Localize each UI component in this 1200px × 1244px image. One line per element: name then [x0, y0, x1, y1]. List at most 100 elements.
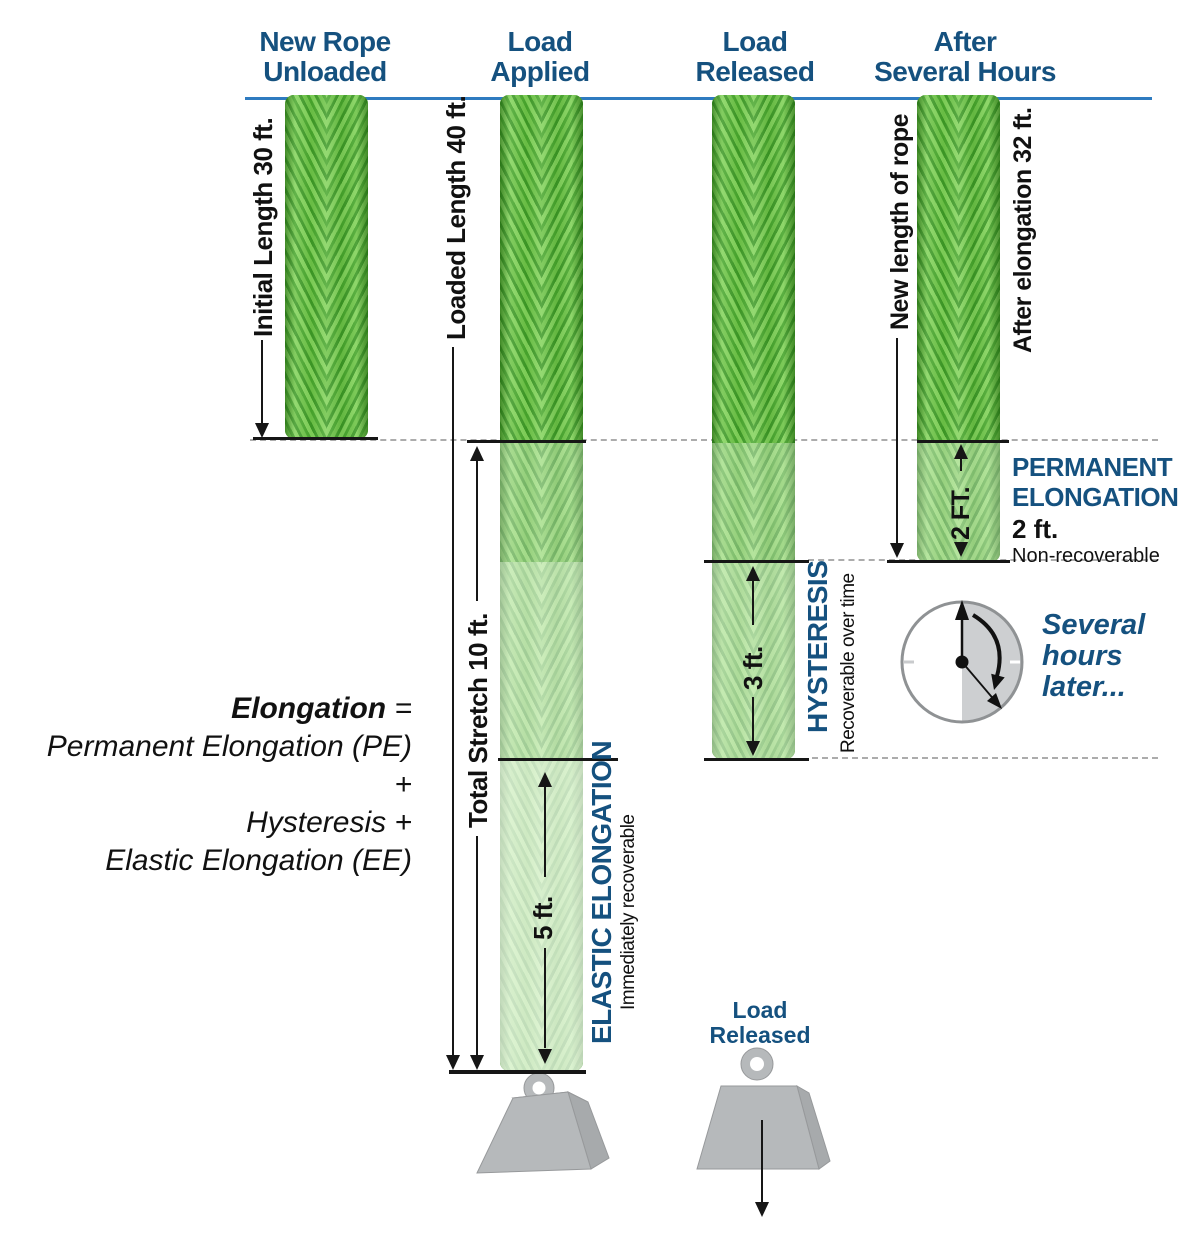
header-line: Load — [507, 26, 573, 57]
rope-load-applied — [500, 95, 583, 1071]
weight-front-face — [476, 1091, 592, 1174]
label-new-length: New length of rope — [886, 114, 914, 330]
rope-texture — [712, 95, 795, 443]
rope-segment-permanent — [500, 443, 583, 562]
arrow-head-down — [470, 1055, 484, 1070]
arrow-line-hysteresis-span — [752, 697, 754, 741]
rope-texture — [500, 95, 583, 443]
weight-released-icon — [696, 1047, 831, 1170]
arrow-line-hysteresis-span — [752, 581, 754, 625]
arrow-head-down — [755, 1202, 769, 1217]
label-total-stretch: Total Stretch 10 ft. — [463, 613, 493, 828]
reference-dashline-35ft — [812, 757, 1158, 759]
rope-segment — [712, 95, 795, 443]
ring-hole — [750, 1057, 764, 1071]
permanent-value: 2 ft. — [1012, 514, 1059, 544]
header-line: New Rope — [259, 26, 391, 57]
label-elastic-sub: Immediately recoverable — [618, 814, 639, 1010]
header-line: Unloaded — [263, 56, 387, 87]
clock-icon — [900, 600, 1024, 724]
equation-line: Elongation = — [30, 690, 412, 728]
rope-segment-elastic — [500, 760, 583, 1071]
clock-hand-diagonal-arrowhead — [987, 693, 1002, 709]
rope-texture — [285, 95, 368, 439]
header-divider-rule — [245, 97, 1152, 100]
arrow-head-down — [255, 423, 269, 438]
arrow-head-up — [470, 446, 484, 461]
caption-line: Released — [709, 1022, 811, 1048]
label-initial-length: Initial Length 30 ft. — [248, 117, 278, 337]
load-released-caption: Load Released — [690, 998, 830, 1048]
header-line: After — [933, 26, 997, 57]
arrow-head-up — [954, 444, 968, 459]
label-after-elongation: After elongation 32 ft. — [1009, 107, 1037, 353]
header-line: Applied — [490, 56, 590, 87]
arrow-line-total-stretch — [476, 836, 478, 1055]
column-header-after-several-hours: After Several Hours — [843, 27, 1087, 87]
rope-texture — [500, 443, 583, 562]
arrow-head-up — [538, 772, 552, 787]
column-header-load-applied: Load Applied — [440, 27, 640, 87]
arrow-line-elastic-span — [544, 948, 546, 1048]
permanent-title: ELONGATION — [1012, 482, 1179, 512]
column-header-new-rope: New Rope Unloaded — [225, 27, 425, 87]
caption-line: Load — [732, 997, 788, 1023]
arrow-line-elastic-span — [544, 787, 546, 877]
header-line: Load — [722, 26, 788, 57]
clock-elapsed-sector — [962, 602, 1022, 722]
rope-texture — [712, 443, 795, 562]
clock-hand-12-arrowhead — [955, 600, 969, 620]
arrow-line-total-stretch — [476, 461, 478, 601]
load-attachment-bar — [449, 1070, 586, 1074]
several-hours-note: Several hours later... — [1042, 610, 1145, 703]
arrow-line-load-falling — [761, 1120, 763, 1202]
clock-center-dot — [955, 655, 969, 669]
arrow-head-up — [746, 566, 760, 581]
rope-segment-permanent — [712, 443, 795, 562]
arrow-head-down — [446, 1055, 460, 1070]
equation-term: Elongation — [231, 692, 387, 725]
arrow-head-down — [746, 741, 760, 756]
reference-dashline-30ft — [250, 439, 1158, 441]
permanent-note: Non-recoverable — [1012, 545, 1160, 567]
measure-tick — [253, 437, 378, 440]
arrow-line-loaded-length — [452, 347, 454, 1055]
equation-equals: = — [394, 692, 412, 725]
measure-tick — [498, 758, 618, 761]
weight-attached-icon — [476, 1072, 610, 1174]
weights-graphic — [476, 1047, 831, 1174]
clock-sweep-arrow — [971, 613, 1002, 677]
label-hysteresis-span: 3 ft. — [738, 646, 768, 690]
label-hysteresis: HYSTERESIS — [802, 560, 833, 733]
arrow-line-initial-length — [261, 340, 263, 424]
equation-line: Permanent Elongation (PE) + — [46, 730, 412, 801]
arrow-line-permanent-span — [960, 459, 962, 471]
note-line: Several — [1042, 609, 1146, 641]
label-hysteresis-sub: Recoverable over time — [838, 573, 859, 753]
rope-texture — [500, 562, 583, 760]
clock-sweep-arrowhead — [991, 673, 1005, 690]
header-line: Several Hours — [874, 56, 1056, 87]
rope-segment — [917, 95, 1000, 443]
note-line: later... — [1042, 671, 1126, 703]
ring-hole — [532, 1081, 546, 1095]
note-line: hours — [1042, 640, 1123, 672]
clock-hand-diagonal — [961, 661, 997, 703]
rope-texture — [917, 95, 1000, 443]
permanent-title: PERMANENT — [1012, 452, 1173, 482]
rope-new-unloaded — [285, 95, 368, 439]
measure-tick — [467, 440, 586, 443]
column-header-load-released: Load Released — [655, 27, 855, 87]
arrow-head-down — [954, 542, 968, 557]
label-loaded-length: Loaded Length 40 ft. — [441, 95, 471, 340]
label-elastic-span: 5 ft. — [528, 896, 558, 940]
measure-tick — [704, 560, 809, 563]
header-line: Released — [695, 56, 815, 87]
measure-tick — [887, 560, 1010, 563]
label-permanent-span: 2 FT. — [947, 486, 975, 540]
elongation-equation: Elongation = Permanent Elongation (PE) +… — [30, 690, 412, 880]
equation-line: Elastic Elongation (EE) — [105, 844, 412, 877]
arrow-head-down — [538, 1049, 552, 1064]
rope-segment — [285, 95, 368, 439]
